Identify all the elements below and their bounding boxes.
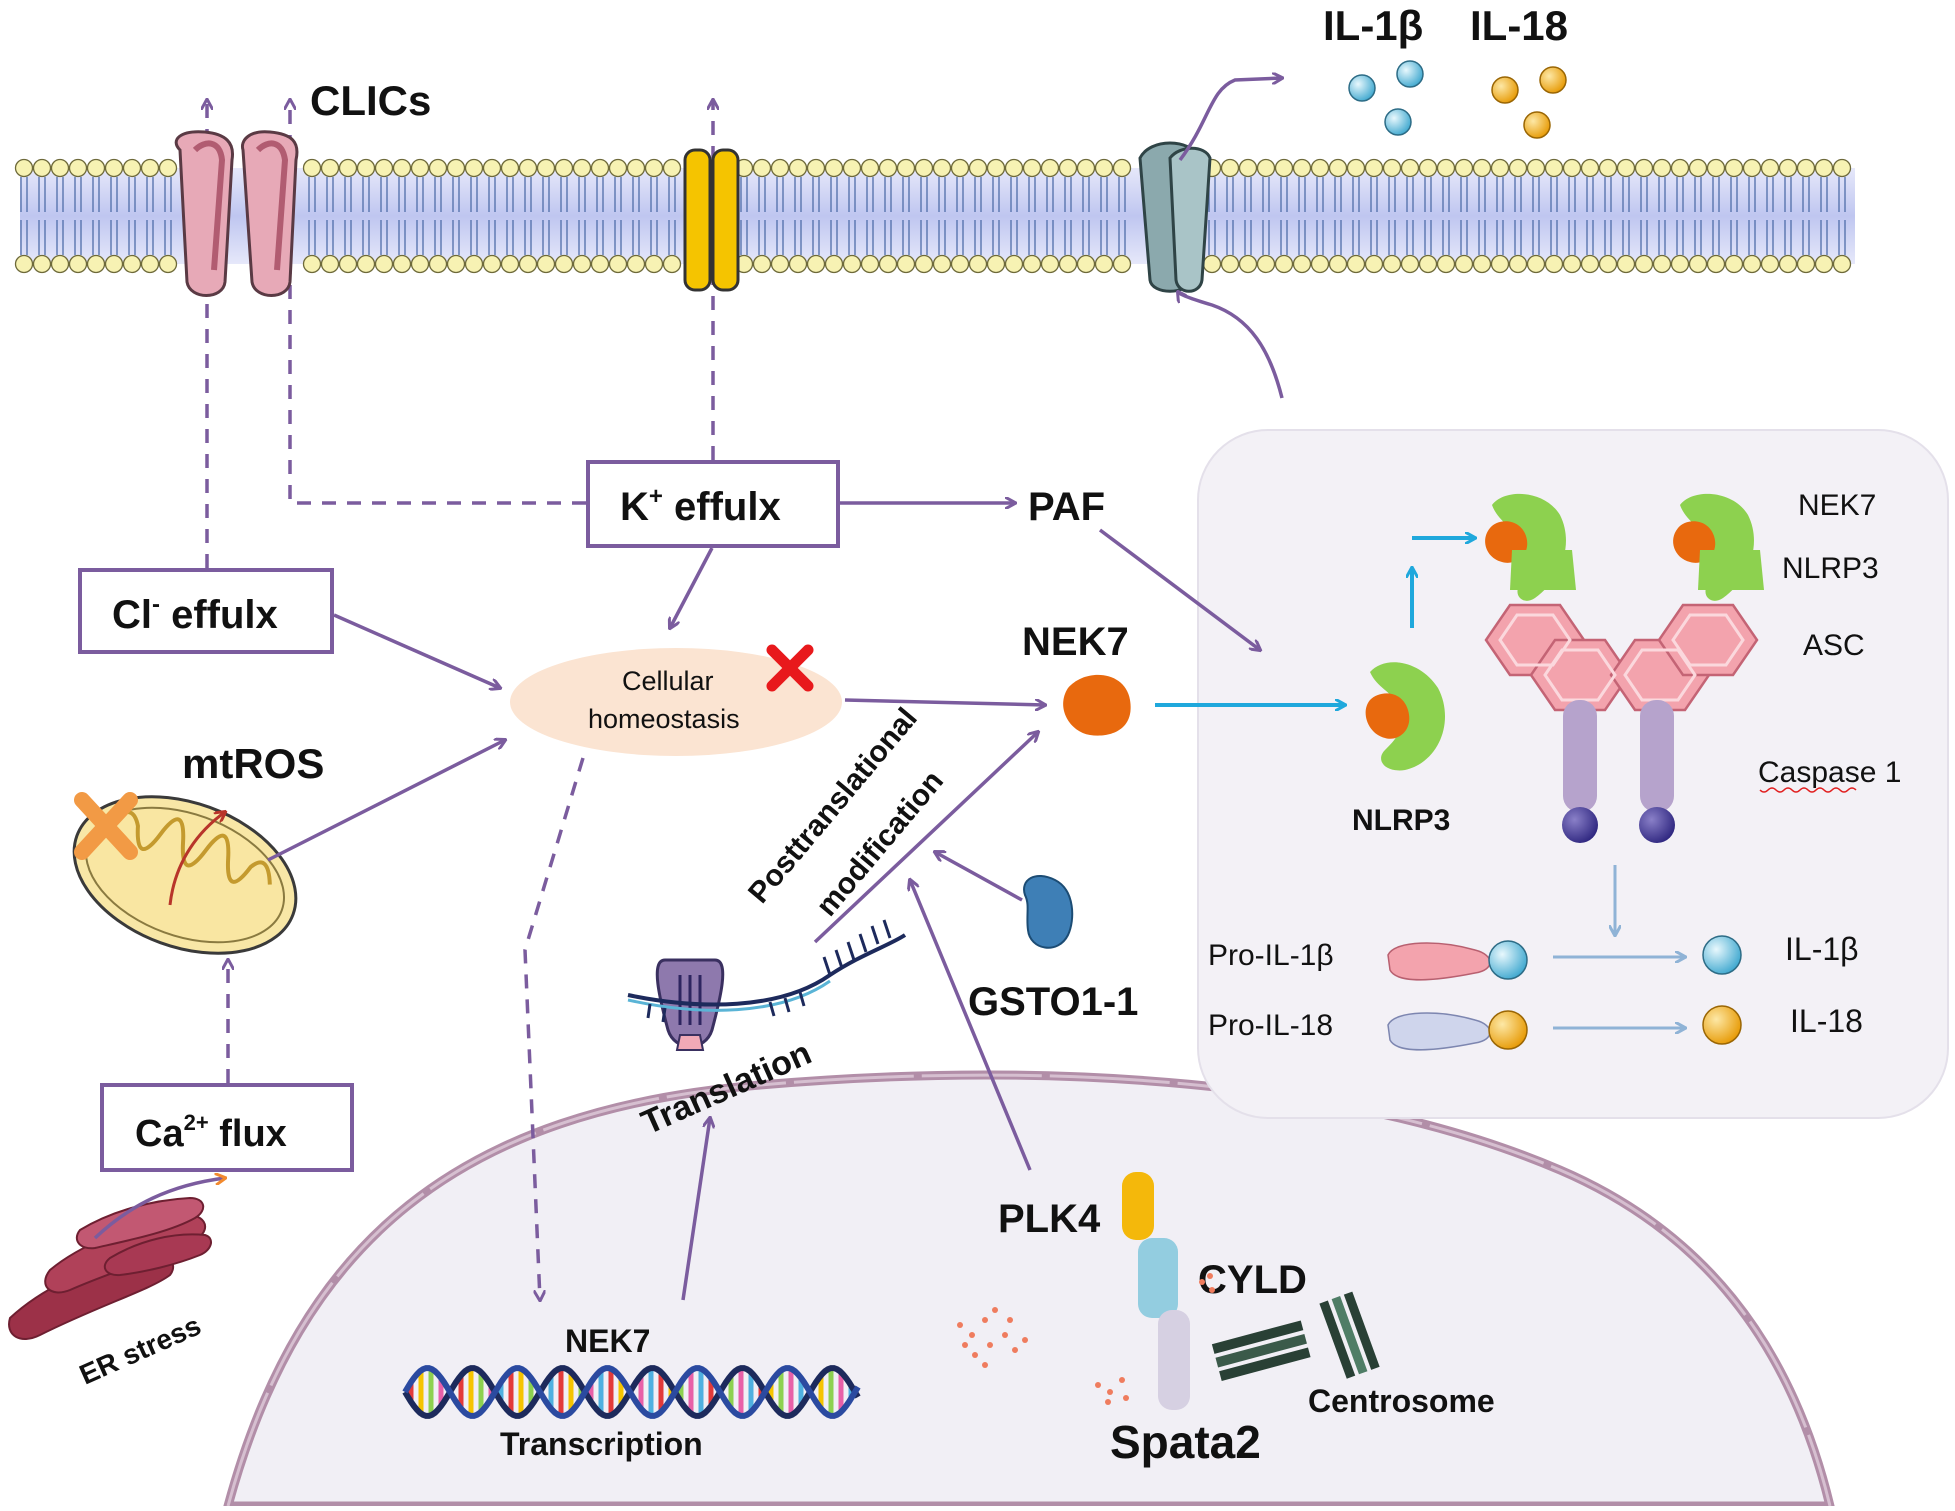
plk4-label: PLK4 [998, 1197, 1101, 1241]
transcription-label: Transcription [500, 1426, 703, 1462]
ca-flux-box [100, 1083, 354, 1172]
nucleus [222, 1070, 1836, 1511]
spata2-icon [1158, 1310, 1190, 1410]
mtros-block-x-icon [74, 792, 138, 860]
il-secretion-out-arrow [1178, 78, 1282, 162]
centrosome-icon [1211, 1291, 1380, 1381]
nlrp3-monomer-icon [1365, 662, 1446, 771]
k-efflux-box [586, 460, 840, 548]
inflammasome-unit [1485, 493, 1576, 601]
paf-label: PAF [1028, 485, 1105, 529]
cellular-homeostasis-node [510, 648, 842, 756]
gsto-icon [1023, 875, 1074, 949]
plk4-to-ptm-arrow [910, 880, 1032, 1171]
il18-right-label: IL-18 [1790, 1003, 1863, 1039]
il-secretion-in-arrow [1178, 292, 1284, 399]
asc-hexagon-highlights [1498, 613, 1745, 702]
il1b-top-ball [1396, 60, 1424, 88]
spata2-label: Spata2 [1110, 1416, 1261, 1468]
gsto-to-ptm-arrow [935, 852, 1023, 902]
paf-to-panel-arrow [1098, 528, 1260, 650]
pro-il18-label: Pro-IL-18 [1208, 1009, 1333, 1042]
k-to-homeostasis-arrow [670, 547, 714, 628]
homeostasis-label: homeostasis [588, 704, 740, 734]
plk4-icon [1122, 1172, 1154, 1240]
il18-top-ball [1491, 76, 1519, 104]
cyld-label: CYLD [1198, 1258, 1307, 1302]
il18-top-label: IL-18 [1470, 2, 1568, 49]
mrna-strand [627, 919, 907, 1023]
mitochondrion-icon [72, 795, 298, 955]
il1b-top-ball [1348, 74, 1376, 102]
clics-label: CLICs [310, 77, 431, 124]
translation-to-nek7-arrow [813, 732, 1038, 944]
cellular-label: Cellular [622, 666, 714, 696]
cyld-particles [957, 1273, 1215, 1405]
centrosome-label: Centrosome [1308, 1383, 1495, 1419]
cl-to-homeostasis-arrow [333, 613, 500, 688]
homeostasis-to-dna-arrow [523, 757, 585, 1300]
panel-nlrp3-label: NLRP3 [1782, 552, 1879, 585]
cell-membrane [14, 158, 1855, 274]
il18-top-ball [1539, 66, 1567, 94]
il1b-right-label: IL-1β [1785, 931, 1859, 967]
homeostasis-to-nek7-arrow [844, 698, 1045, 705]
panel-caspase-label: Caspase 1 [1758, 756, 1901, 789]
il1b-top-ball [1384, 108, 1412, 136]
il18-top-ball [1523, 111, 1551, 139]
nek7-center-label: NEK7 [1022, 620, 1129, 664]
il1b-mature-ball [1702, 935, 1742, 975]
panel-asc-label: ASC [1803, 629, 1865, 662]
cl-efflux-box [78, 568, 334, 654]
inflammasome-unit [1673, 493, 1764, 601]
inhibition-x-icon [766, 644, 814, 692]
gsto-label: GSTO1-1 [968, 980, 1138, 1024]
k-efflux-label: K+ effulx [620, 483, 781, 529]
caspase-underline [1759, 787, 1857, 793]
caspase-bar [1640, 700, 1674, 812]
caspase-ball [1639, 807, 1675, 843]
mito-to-homeostasis-arrow [267, 740, 505, 862]
caspase-ball [1562, 807, 1598, 843]
er-stress-label: ER stress [75, 1310, 206, 1391]
ca-flux-label: Ca2+ flux [135, 1110, 287, 1155]
caspase-bar [1563, 700, 1597, 812]
il1-pore-icon [1138, 141, 1212, 293]
potassium-channel-icon [683, 148, 740, 292]
nek7-center-icon [1063, 674, 1131, 736]
chloride-channel-icon [174, 130, 299, 297]
nek7-dna-label: NEK7 [565, 1323, 650, 1359]
il18-mature-ball [1702, 1005, 1742, 1045]
nlrp3-monomer-label: NLRP3 [1352, 804, 1450, 837]
cl-efflux-label: Cl- effulx [112, 591, 278, 637]
pro-il1b-ball [1488, 940, 1528, 980]
cyld-icon [1138, 1238, 1178, 1318]
mtros-release-arrow [168, 812, 225, 906]
il1b-top-label: IL-1β [1323, 2, 1423, 49]
er-icon [8, 1196, 212, 1340]
dna-icon [402, 1365, 861, 1419]
mtros-label: mtROS [182, 740, 324, 787]
dna-to-translation-arrow [681, 1118, 710, 1301]
er-to-ca-arrow [93, 1178, 225, 1240]
panel-nek7-label: NEK7 [1798, 489, 1876, 522]
pro-il18-ball [1488, 1010, 1528, 1050]
pro-il1b-label: Pro-IL-1β [1208, 939, 1334, 972]
